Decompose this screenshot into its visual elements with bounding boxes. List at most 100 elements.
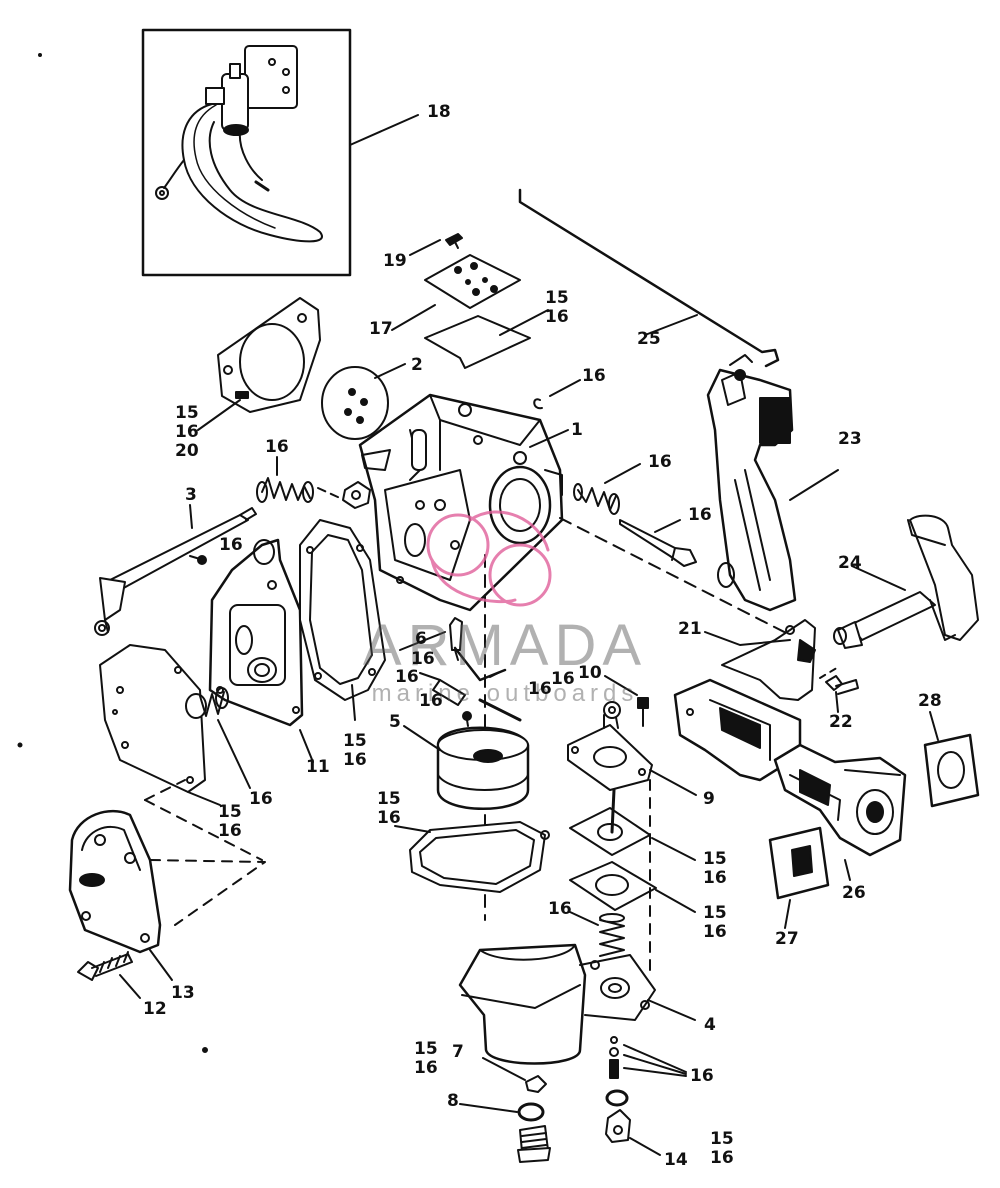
pump-cover-9	[567, 711, 653, 791]
callout-16-spring-cover: 16	[249, 789, 273, 809]
callout-6: 6	[415, 629, 427, 649]
callout-2: 2	[411, 355, 423, 375]
callout-14: 14	[664, 1150, 688, 1170]
carburetor-body	[358, 393, 564, 612]
leader-25	[644, 314, 698, 336]
callout-16-pin-b: 16	[528, 679, 552, 699]
watermark-tagline: marine outboards	[371, 680, 639, 707]
small-screw	[462, 711, 472, 721]
gasket-28	[923, 733, 980, 808]
callout-19: 19	[383, 251, 407, 271]
callout-28: 28	[918, 691, 942, 711]
callout-3: 3	[185, 485, 197, 505]
washer-drain	[517, 1102, 545, 1122]
cover-13	[68, 810, 162, 954]
callout-16-pin-c: 16	[551, 669, 575, 689]
washer-10	[603, 701, 621, 719]
callout-10: 10	[578, 663, 602, 683]
callout-8: 8	[447, 1091, 459, 1111]
screw-12	[77, 951, 133, 981]
callout-25: 25	[637, 329, 661, 349]
callout-24: 24	[838, 553, 862, 573]
leader-18	[349, 114, 419, 146]
throttle-wire	[518, 188, 780, 368]
callout-16-spring-right: 16	[648, 452, 672, 472]
cover-11	[208, 538, 304, 727]
jet-7	[525, 1075, 547, 1093]
gasket-top	[424, 315, 531, 369]
gasket-middle	[299, 519, 386, 701]
callout-13: 13	[171, 983, 195, 1003]
bracket-21	[721, 619, 816, 701]
gasket-mount	[217, 297, 321, 413]
screw-19	[445, 233, 463, 249]
callout-27: 27	[775, 929, 799, 949]
callout-1: 1	[571, 420, 583, 440]
plug-14	[605, 1109, 631, 1143]
throttle-shaft-3	[94, 507, 257, 636]
gasket-27	[768, 826, 830, 900]
spring-cover	[185, 687, 229, 719]
lever-23	[706, 354, 797, 612]
callout-22: 22	[829, 712, 853, 732]
plug-8	[517, 1125, 551, 1163]
callout-16-needle-right: 16	[688, 505, 712, 525]
callout-9: 9	[703, 789, 715, 809]
callout-16-needle: 16	[411, 649, 435, 669]
spring-right	[573, 483, 620, 515]
callout-17: 17	[369, 319, 393, 339]
callout-18: 18	[427, 102, 451, 122]
callout-5: 5	[389, 712, 401, 732]
callout-21: 21	[678, 619, 702, 639]
spring-left	[256, 477, 314, 503]
shaft-24	[833, 514, 979, 649]
callout-16-spring-left: 16	[265, 437, 289, 457]
diaphragm-b	[569, 861, 657, 911]
bowl-gasket	[409, 821, 550, 893]
callout-16-pin-d: 16	[419, 691, 443, 711]
float-bowl-4	[458, 943, 656, 1065]
airbox	[673, 678, 802, 782]
callout-4: 4	[704, 1015, 716, 1035]
gasket-cover	[99, 644, 206, 793]
screw-10	[637, 697, 649, 727]
pump-spring	[599, 913, 625, 957]
screw-small-a	[189, 555, 207, 565]
silencer	[773, 743, 907, 857]
watermark-logo	[426, 510, 552, 607]
disc-2	[321, 366, 389, 440]
orings	[609, 1036, 619, 1079]
float-needle	[449, 617, 463, 661]
watermark-brand: ARMADA	[362, 613, 648, 678]
inset-solenoid	[141, 28, 352, 277]
washer-plug	[605, 1089, 629, 1107]
cover-plate-17	[424, 254, 521, 309]
clip	[533, 398, 543, 410]
nut	[342, 481, 371, 509]
float-5	[436, 726, 530, 810]
callout-16-spring-pump: 16	[548, 899, 572, 919]
callout-16-clip: 16	[582, 366, 606, 386]
callout-12: 12	[143, 999, 167, 1019]
screw-22	[825, 675, 859, 695]
callout-16-orings: 16	[690, 1066, 714, 1086]
callout-7: 7	[452, 1042, 464, 1062]
callout-11: 11	[306, 757, 330, 777]
callout-16-lever: 16	[219, 535, 243, 555]
diaphragm-a	[569, 788, 651, 856]
idle-needle	[619, 519, 697, 567]
callout-16-pin-a: 16	[395, 667, 419, 687]
callout-23: 23	[838, 429, 862, 449]
callout-26: 26	[842, 883, 866, 903]
